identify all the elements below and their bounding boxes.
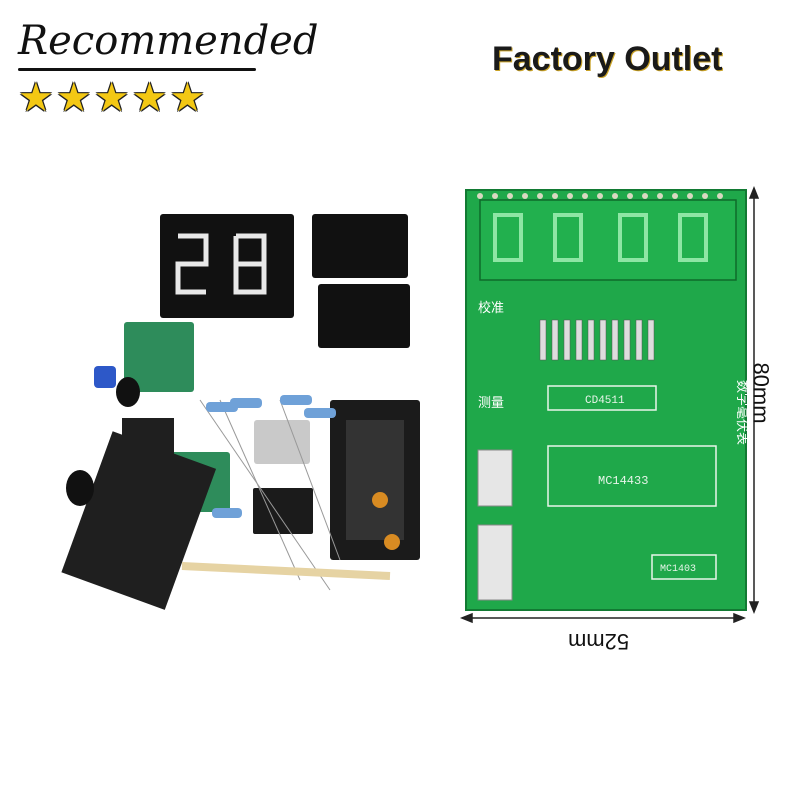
pcb-board: CD4511 MC14433 MC1403 校准 测量 数字毫伏表 [465, 189, 750, 611]
ic-mc1403-label: MC1403 [660, 564, 696, 575]
ic-mc14433-label: MC14433 [598, 474, 648, 488]
width-dimension-label: 52mm [568, 629, 630, 654]
loose-components [61, 214, 420, 610]
rating-stars-icon: ★★★★★ [18, 76, 208, 120]
height-dimension-label: 80mm [748, 362, 774, 424]
factory-outlet-title: Factory Outlet [492, 40, 723, 78]
badge-underline [18, 68, 256, 71]
dimension-arrows [459, 185, 760, 624]
svg-text:校准: 校准 [478, 300, 504, 316]
ic-cd4511-label: CD4511 [585, 395, 625, 407]
svg-text:测量: 测量 [478, 396, 504, 411]
recommended-badge: Recommended [18, 18, 319, 64]
svg-text:数字毫伏表: 数字毫伏表 [734, 380, 750, 445]
